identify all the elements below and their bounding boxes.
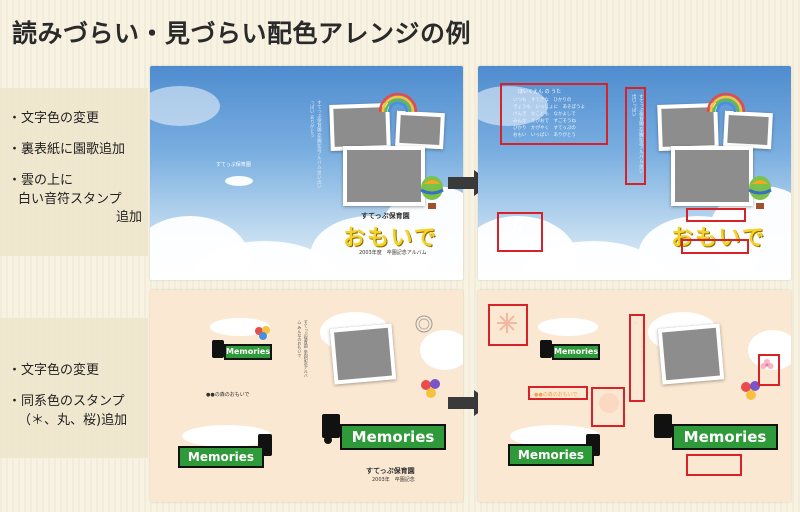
bullet-cloud: ・雲の上に (8, 172, 74, 188)
balloons-icon (741, 381, 760, 400)
bullet-white-note-stamp: 白い音符スタンプ (18, 191, 122, 207)
section2-bullets: ・文字色の変更 ・同系色のスタンプ （＊、丸、桜)追加 (0, 318, 148, 458)
highlight-circle-stamp (591, 387, 625, 427)
lyric-line: きょうも いっしょに あそぼうよ (513, 104, 585, 110)
page-title: 読みづらい・見づらい配色アレンジの例 (12, 19, 472, 48)
postmark-icon (415, 315, 433, 333)
highlight-caption (528, 386, 588, 400)
hot-air-balloon-icon (748, 176, 772, 209)
asterisk-stamp-icon (497, 313, 517, 333)
memories-banner-large: Memories (340, 424, 446, 450)
memories-banner-left: Memories (178, 446, 264, 468)
memories-year: 2003年 卒園記念 (372, 477, 415, 483)
lyric-line: ひかり かがやく すてっぷの (513, 125, 576, 131)
highlight-nursery-year (686, 454, 742, 476)
highlight-year (681, 239, 749, 254)
bullet-text-color-2: ・文字色の変更 (8, 363, 100, 378)
photo-frame-main (329, 323, 397, 385)
highlight-sakura-stamp (758, 354, 780, 386)
memories-banner-large: Memories (672, 424, 778, 450)
bullet-text-color: ・文字色の変更 (8, 111, 100, 126)
memories-caption: ●●の森のおもいで (206, 392, 250, 398)
sky-vertical-text: すてっぷ保育園 卒園記念アルバム 思い出いっぱい ありがとう (309, 100, 322, 189)
photo-frame-main (657, 323, 725, 385)
highlight-asterisk-stamp (488, 304, 528, 346)
highlight-note-stamp (497, 212, 543, 252)
lyric-line: みんな えがおで すごそうね (513, 118, 576, 124)
memories-album-before: Memories ●●の森のおもいで すてっぷ保育園 卒園記念アルバム みんなの… (150, 290, 463, 502)
photo-frame-2 (395, 110, 445, 150)
sky-year: 2003年度 卒園記念アルバム (359, 250, 427, 256)
sky-after-vertical-text: すてっぷ保育園 卒園記念アルバム 思い出いっぱい (631, 94, 644, 174)
music-note-icon (511, 218, 522, 233)
highlight-vertical-text (625, 87, 646, 185)
memories-nursery: すてっぷ保育園 (366, 467, 415, 475)
song-lyrics: いつも すてきな ひかりの きょうも いっしょに あそぼうよ げんき なこども … (513, 98, 585, 140)
memories-album-after: Memories ●●の森のおもいで すてっぷ保育園 卒園記念アルバム Memo… (478, 290, 791, 502)
highlight-nursery (686, 208, 746, 222)
balloons-icon (255, 326, 270, 340)
memories-banner-small: Memories (224, 344, 272, 360)
sky-omoide-title: おもいで (343, 226, 438, 251)
photo-frame-3 (343, 146, 425, 206)
lyric-line: げんき なこども なかよしで (513, 111, 576, 117)
sakura-stamp-icon (760, 359, 774, 369)
balloons-icon (421, 379, 440, 398)
lyric-line: いつも すてきな ひかりの (513, 98, 572, 103)
memories-vertical-text: すてっぷ保育園 卒園記念アルバム みんなのおもいで (297, 320, 309, 378)
hot-air-balloon-icon (420, 176, 444, 209)
highlight-vertical-text (629, 314, 645, 402)
memories-banner-left: Memories (508, 444, 594, 466)
song-title: ほいくえん の うた (518, 89, 562, 95)
lyric-line: おもい いっぱい ありがとう (513, 132, 576, 138)
rainbow-icon (378, 92, 418, 112)
bullet-stamp-types: （＊、丸、桜)追加 (18, 412, 128, 428)
section1-bullets: ・文字色の変更 ・裏表紙に園歌追加 ・雲の上に 白い音符スタンプ 追加 (0, 88, 148, 256)
sky-album-after: ほいくえん の うた いつも すてきな ひかりの きょうも いっしょに あそぼう… (478, 66, 791, 280)
sky-nursery-name: すてっぷ保育園 (361, 212, 410, 220)
photo-frame-2 (723, 110, 773, 150)
sky-album-before: すてっぷ保育園 すてっぷ保育園 卒園記念アルバム 思い出いっぱい ありがとう す… (150, 66, 463, 280)
rainbow-icon (706, 92, 746, 112)
highlight-song (500, 83, 608, 145)
circle-stamp-icon (599, 393, 619, 413)
bullet-school-song: ・裏表紙に園歌追加 (8, 141, 126, 157)
memories-after-caption: ●●の森のおもいで (534, 392, 578, 398)
sky-small-label: すてっぷ保育園 (216, 162, 251, 168)
memories-banner-small: Memories (552, 344, 600, 360)
bullet-added: 追加 (115, 210, 142, 226)
photo-frame-3 (671, 146, 753, 206)
bullet-similar-stamp: ・同系色のスタンプ (8, 393, 125, 409)
